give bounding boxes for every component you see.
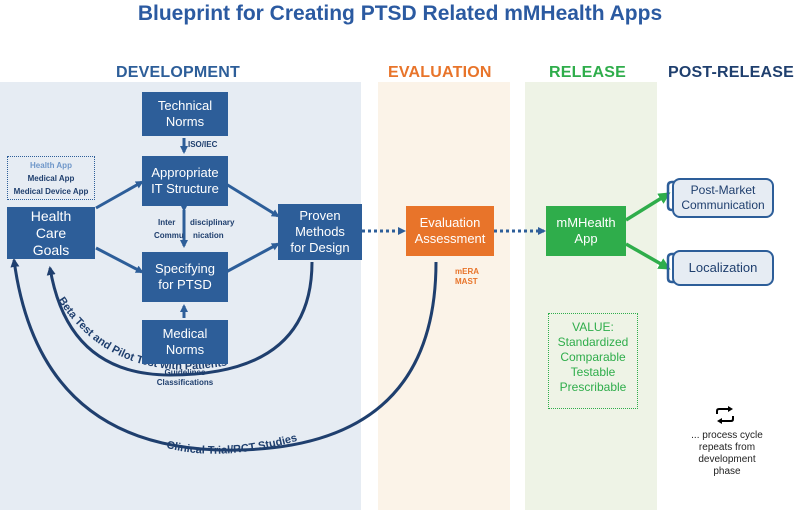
inter-label-2: Commu bbox=[154, 231, 184, 240]
node-health-goals: Health Care Goals bbox=[7, 207, 95, 259]
node-proven-methods: Proven Methods for Design bbox=[278, 204, 362, 260]
edge-app-to-postmarket bbox=[625, 192, 671, 222]
classifications-label: Classifications bbox=[156, 378, 214, 387]
edge-specifying-to-methods bbox=[225, 242, 280, 274]
cycle-note: ... process cycle repeats from developme… bbox=[672, 430, 782, 478]
disciplinary-label-2: nication bbox=[193, 231, 224, 240]
cycle-note-line-2: repeats from bbox=[698, 442, 756, 453]
node-evaluation: Evaluation Assessment bbox=[406, 206, 494, 256]
value-box: VALUE: Standardized Comparable Testable … bbox=[548, 313, 638, 409]
bracket-postmarket bbox=[666, 180, 678, 212]
edge-app-to-localization bbox=[625, 242, 671, 270]
node-localization: Localization bbox=[672, 250, 774, 286]
mera-label: mERA bbox=[455, 267, 480, 276]
app-type-health: Health App bbox=[30, 161, 72, 170]
release-panel bbox=[525, 82, 657, 510]
phase-post-release: POST-RELEASE bbox=[668, 64, 794, 81]
node-app: mMHealth App bbox=[546, 206, 626, 256]
app-types-box: Health App Medical App Medical Device Ap… bbox=[7, 156, 95, 200]
edge-goals-to-specifying bbox=[95, 246, 144, 274]
app-type-medical: Medical App bbox=[27, 174, 75, 183]
node-it-structure: Appropriate IT Structure bbox=[142, 156, 228, 206]
cycle-note-line-3: development bbox=[698, 454, 756, 465]
cycle-note-line-1: ... process cycle bbox=[691, 430, 763, 441]
node-technical-norms: Technical Norms bbox=[142, 92, 228, 136]
edge-goals-to-it bbox=[95, 180, 144, 210]
mast-label: MAST bbox=[455, 277, 478, 286]
value-item-comparable: Comparable bbox=[560, 350, 626, 364]
edge-it-to-methods bbox=[225, 182, 280, 218]
inter-label-1: Inter bbox=[158, 218, 176, 227]
value-heading: VALUE: bbox=[572, 320, 614, 334]
phase-evaluation: EVALUATION bbox=[388, 64, 492, 81]
evaluation-panel bbox=[378, 82, 510, 510]
guidelines-label: Guidelines bbox=[164, 368, 206, 377]
value-item-testable: Testable bbox=[570, 365, 616, 379]
repeat-icon bbox=[716, 406, 734, 424]
value-item-standardized: Standardized bbox=[557, 335, 629, 349]
bracket-localization bbox=[666, 252, 678, 284]
arc-methods-feedback bbox=[46, 261, 314, 377]
arc-evaluation-feedback bbox=[10, 258, 438, 452]
node-medical-norms: Medical Norms bbox=[142, 320, 228, 364]
clinical-trial-label: Clinical Trial/RCT Studies bbox=[165, 432, 298, 457]
app-type-device: Medical Device App bbox=[13, 187, 89, 196]
cycle-note-line-4: phase bbox=[713, 466, 741, 477]
value-item-prescribable: Prescribable bbox=[559, 380, 627, 394]
node-post-market: Post-Market Communication bbox=[672, 178, 774, 218]
phase-development: DEVELOPMENT bbox=[116, 64, 240, 81]
iso-label: ISO/IEC bbox=[188, 140, 218, 149]
phase-release: RELEASE bbox=[549, 64, 626, 81]
page-title: Blueprint for Creating PTSD Related mMHe… bbox=[137, 2, 663, 25]
node-specifying: Specifying for PTSD bbox=[142, 252, 228, 302]
disciplinary-label-1: disciplinary bbox=[190, 218, 235, 227]
